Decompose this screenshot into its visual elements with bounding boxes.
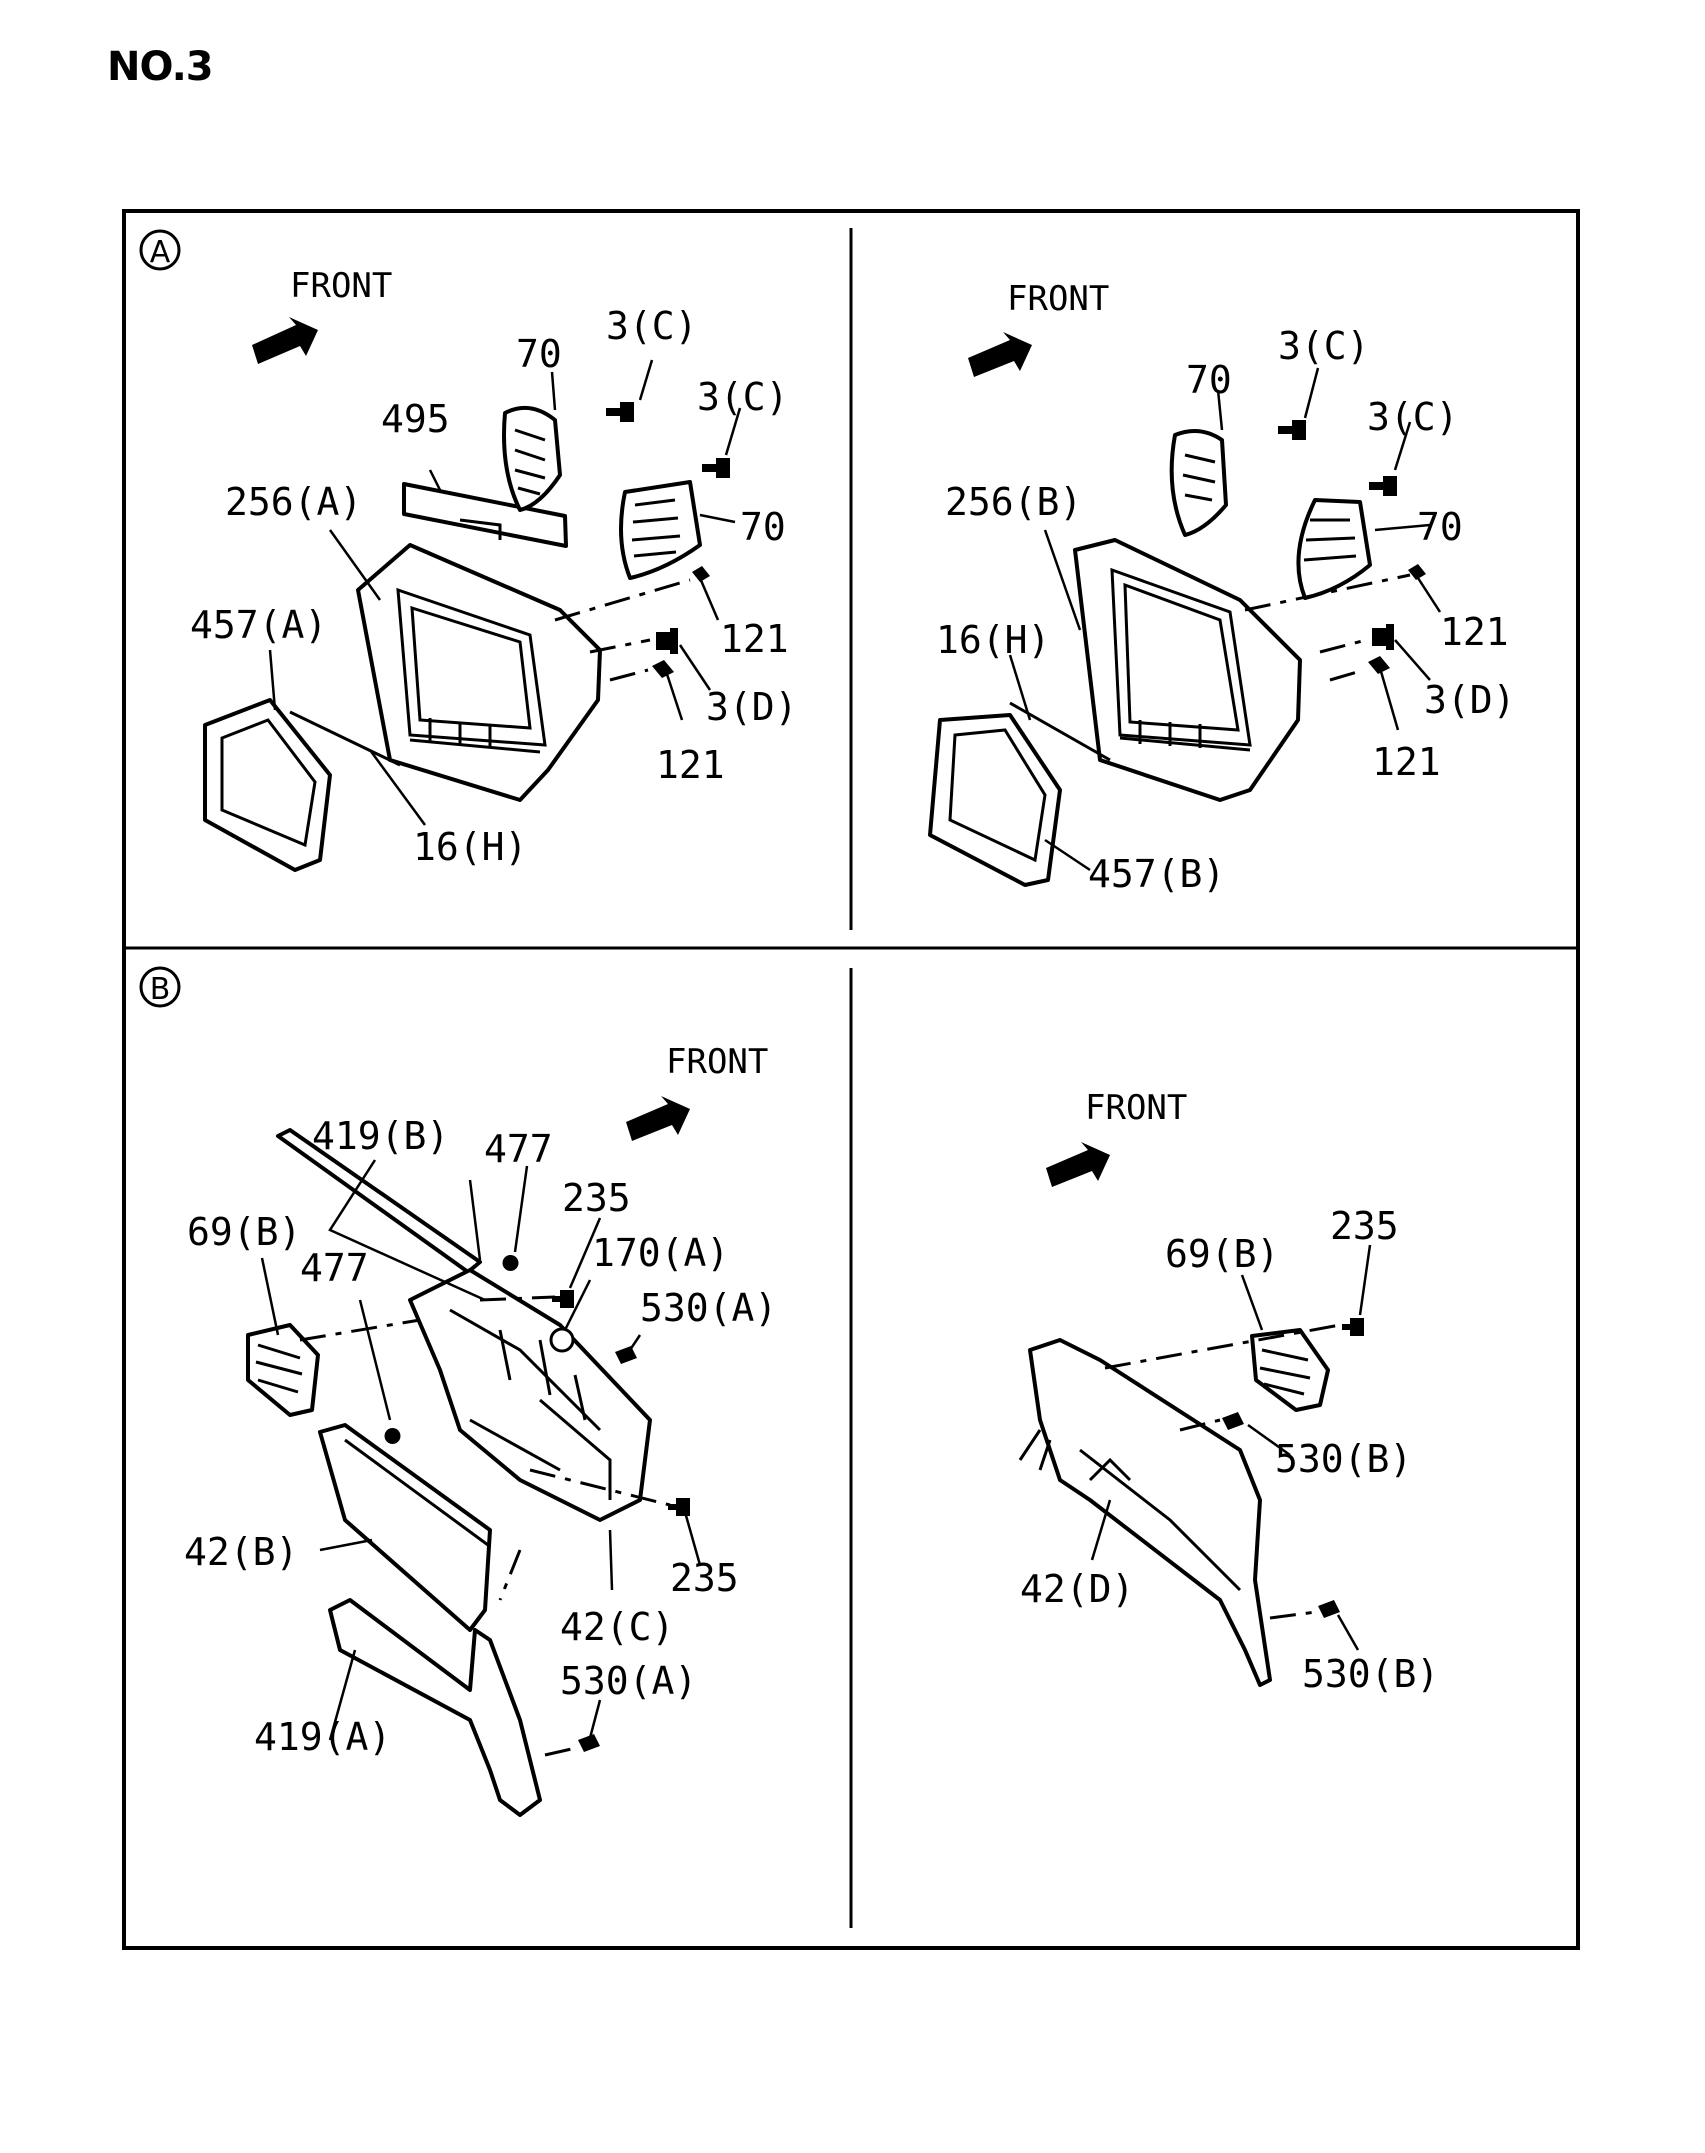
panel-a-left: FRONT xyxy=(190,266,798,872)
bolt-3c-icon xyxy=(606,402,634,422)
clip-477-icon xyxy=(502,1255,519,1271)
front-arrow-icon xyxy=(626,1096,690,1141)
part-457a-trim xyxy=(203,698,332,872)
part-69b-vent xyxy=(1250,1328,1330,1412)
part-label: 419(B) xyxy=(312,1114,449,1158)
bolt-3d-icon xyxy=(1372,624,1394,650)
clip-121-icon xyxy=(652,660,674,678)
bolt-235-icon xyxy=(552,1290,574,1308)
part-label: 3(D) xyxy=(706,685,798,729)
clip-530a-icon xyxy=(615,1346,637,1364)
part-457b-trim xyxy=(928,713,1062,887)
part-42d-trim xyxy=(1028,1338,1272,1687)
part-label: 419(A) xyxy=(254,1715,391,1759)
part-label: 170(A) xyxy=(592,1231,729,1275)
panel-b-right: FRONT 69(B) 235 530(B) 42(D) 530(B) xyxy=(1018,1088,1439,1696)
clip-121-icon xyxy=(1368,656,1390,674)
part-label: 121 xyxy=(1440,610,1509,654)
part-label: 495 xyxy=(381,397,450,441)
part-495 xyxy=(402,482,568,548)
part-label: 457(B) xyxy=(1088,852,1225,896)
part-label: 42(C) xyxy=(560,1605,674,1649)
part-label: 530(B) xyxy=(1275,1437,1412,1481)
part-42c-frame xyxy=(408,1268,652,1522)
bolt-3c-icon xyxy=(1278,420,1306,440)
part-label: 477 xyxy=(484,1127,553,1171)
part-label: 42(D) xyxy=(1020,1567,1134,1611)
part-label: 3(C) xyxy=(697,375,789,419)
part-label: 3(D) xyxy=(1424,678,1516,722)
part-label: 70 xyxy=(516,332,562,376)
front-arrow-icon xyxy=(252,317,318,364)
part-label: 477 xyxy=(300,1246,369,1290)
part-label: 530(A) xyxy=(560,1659,697,1703)
part-label: 69(B) xyxy=(1165,1232,1279,1276)
bolt-3d-icon xyxy=(656,628,678,654)
clip-121-icon xyxy=(1408,564,1426,580)
part-label: 3(C) xyxy=(606,304,698,348)
clip-530a-icon xyxy=(578,1734,600,1752)
bolt-3c-icon xyxy=(1369,476,1397,496)
clip-170a-icon xyxy=(549,1327,575,1353)
front-arrow-icon xyxy=(968,332,1032,377)
part-70-lower xyxy=(619,480,702,580)
front-label: FRONT xyxy=(290,266,392,306)
part-42b-glovebox xyxy=(318,1423,492,1632)
part-label: 256(A) xyxy=(225,480,362,524)
clip-530b-icon xyxy=(1222,1412,1244,1430)
part-label: 121 xyxy=(1372,740,1441,784)
part-label: 3(C) xyxy=(1367,395,1459,439)
part-70-lower xyxy=(1296,498,1372,600)
part-label: 530(A) xyxy=(640,1286,777,1330)
bolt-3c-icon xyxy=(702,458,730,478)
part-label: 530(B) xyxy=(1302,1652,1439,1696)
part-label: 235 xyxy=(670,1556,739,1600)
svg-text:B: B xyxy=(150,972,171,1007)
front-arrow-icon xyxy=(1046,1142,1110,1187)
part-label: 256(B) xyxy=(945,480,1082,524)
part-16h-rod xyxy=(289,710,401,767)
svg-text:A: A xyxy=(150,235,171,270)
bolt-235-icon xyxy=(1342,1318,1364,1336)
part-label: 457(A) xyxy=(190,603,327,647)
panel-b-left: FRONT xyxy=(184,1042,777,1817)
part-label: 70 xyxy=(740,505,786,549)
part-419a-trim xyxy=(328,1598,542,1817)
part-label: 70 xyxy=(1186,358,1232,402)
front-label: FRONT xyxy=(666,1042,768,1082)
part-label: 121 xyxy=(656,743,725,787)
part-label: 16(H) xyxy=(413,825,527,869)
part-label: 16(H) xyxy=(936,618,1050,662)
panel-a-right: FRONT 70 3(C) 3(C) 70 25 xyxy=(928,279,1516,896)
part-419b-strip xyxy=(276,1128,482,1274)
part-70-upper xyxy=(1169,429,1228,537)
part-70-upper xyxy=(502,405,562,512)
part-label: 3(C) xyxy=(1278,324,1370,368)
clip-121-icon xyxy=(692,566,710,582)
clip-530b-icon xyxy=(1318,1600,1340,1618)
section-marker-a: A xyxy=(139,229,181,271)
bolt-235-icon xyxy=(668,1498,690,1516)
page-title: NO.3 xyxy=(107,44,214,90)
part-label: 235 xyxy=(1330,1204,1399,1248)
part-label: 121 xyxy=(720,617,789,661)
front-label: FRONT xyxy=(1007,279,1109,319)
part-label: 235 xyxy=(562,1176,631,1220)
clip-477-icon xyxy=(384,1428,401,1444)
part-label: 70 xyxy=(1417,505,1463,549)
part-label: 69(B) xyxy=(187,1210,301,1254)
diagram-frame xyxy=(122,209,1580,1950)
section-marker-b: B xyxy=(139,966,181,1008)
part-label: 42(B) xyxy=(184,1530,298,1574)
front-label: FRONT xyxy=(1085,1088,1187,1128)
